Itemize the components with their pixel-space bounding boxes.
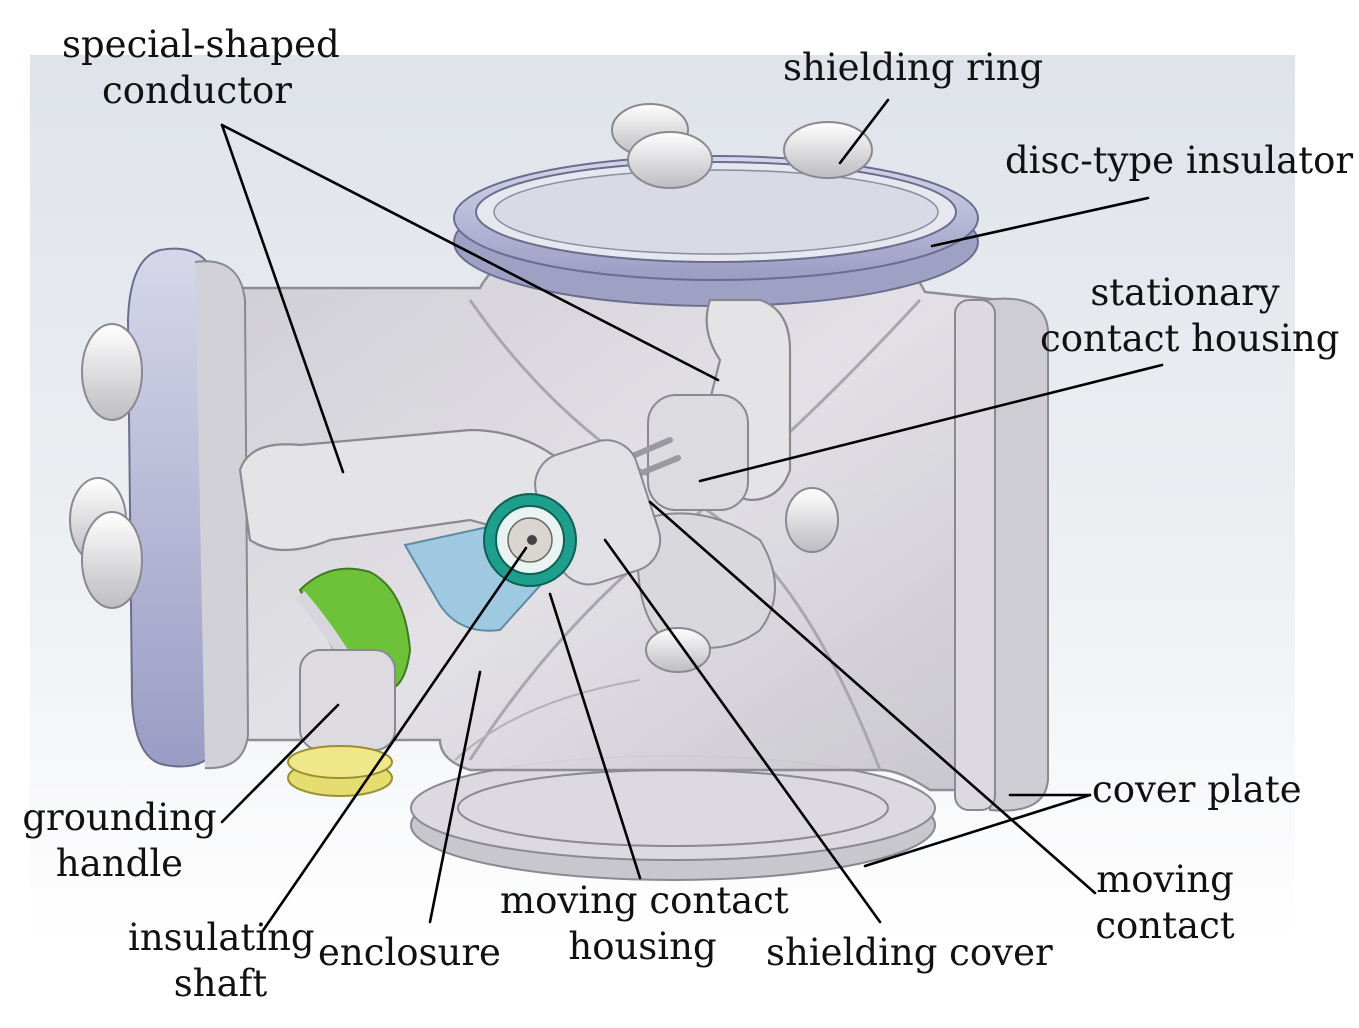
label-enclosure: enclosure [318,930,501,976]
leader-moving-contact-housing [548,592,642,880]
leader-moving-contact [648,500,1097,895]
leader-disc-insulator [930,196,1150,248]
leader-shielding-ring [838,98,890,165]
label-line: insulating [128,916,315,959]
leader-conductor-right [220,123,720,382]
label-line: special-shaped [62,23,340,66]
label-line: housing [568,925,717,968]
right-cover-plate [954,297,1049,812]
label-special-shaped-conductor: special-shaped conductor [62,22,340,114]
label-shielding-cover: shielding cover [766,930,1053,976]
leader-lines [220,98,1164,934]
label-line: contact housing [1040,317,1340,360]
label-moving-contact-housing: moving contact housing [500,878,789,970]
label-line: shielding cover [766,931,1053,974]
left-disc-insulator [69,247,250,770]
label-stationary-contact-housing: stationary contact housing [1040,270,1340,362]
label-line: grounding [22,796,217,839]
label-line: cover plate [1092,768,1302,811]
label-line: handle [55,842,184,885]
label-moving-contact: moving contact [1090,857,1240,949]
grounding-handle-shape [287,567,412,797]
leader-enclosure [428,670,482,924]
top-disc-insulator [453,103,979,307]
leader-cover-plate-bottom [863,793,1092,868]
leader-insulating-shaft [260,546,528,934]
label-grounding-handle: grounding handle [22,795,217,887]
leader-grounding-handle [220,703,340,824]
leader-conductor-left [220,123,345,474]
label-line: enclosure [318,931,501,974]
leader-shielding-cover [603,538,882,924]
label-insulating-shaft: insulating shaft [128,915,315,1007]
label-line: shaft [173,962,268,1005]
label-line: stationary [1090,271,1280,314]
label-shielding-ring: shielding ring [783,45,1044,91]
label-line: conductor [102,69,292,112]
insulating-shaft-ring [483,493,577,587]
stationary-contact-housing-shape [647,394,749,511]
lower-right-rings [645,487,839,673]
label-line: shielding ring [783,46,1044,89]
label-line: disc-type insulator [1005,139,1354,182]
label-disc-type-insulator: disc-type insulator [1005,138,1354,184]
label-cover-plate: cover plate [1092,767,1302,813]
leader-stationary-housing [698,363,1164,483]
label-line: contact [1095,904,1235,947]
shielding-cover-shape [636,512,776,649]
bottom-cover-plate [410,755,936,881]
label-line: moving contact [500,879,789,922]
label-line: moving [1096,858,1234,901]
